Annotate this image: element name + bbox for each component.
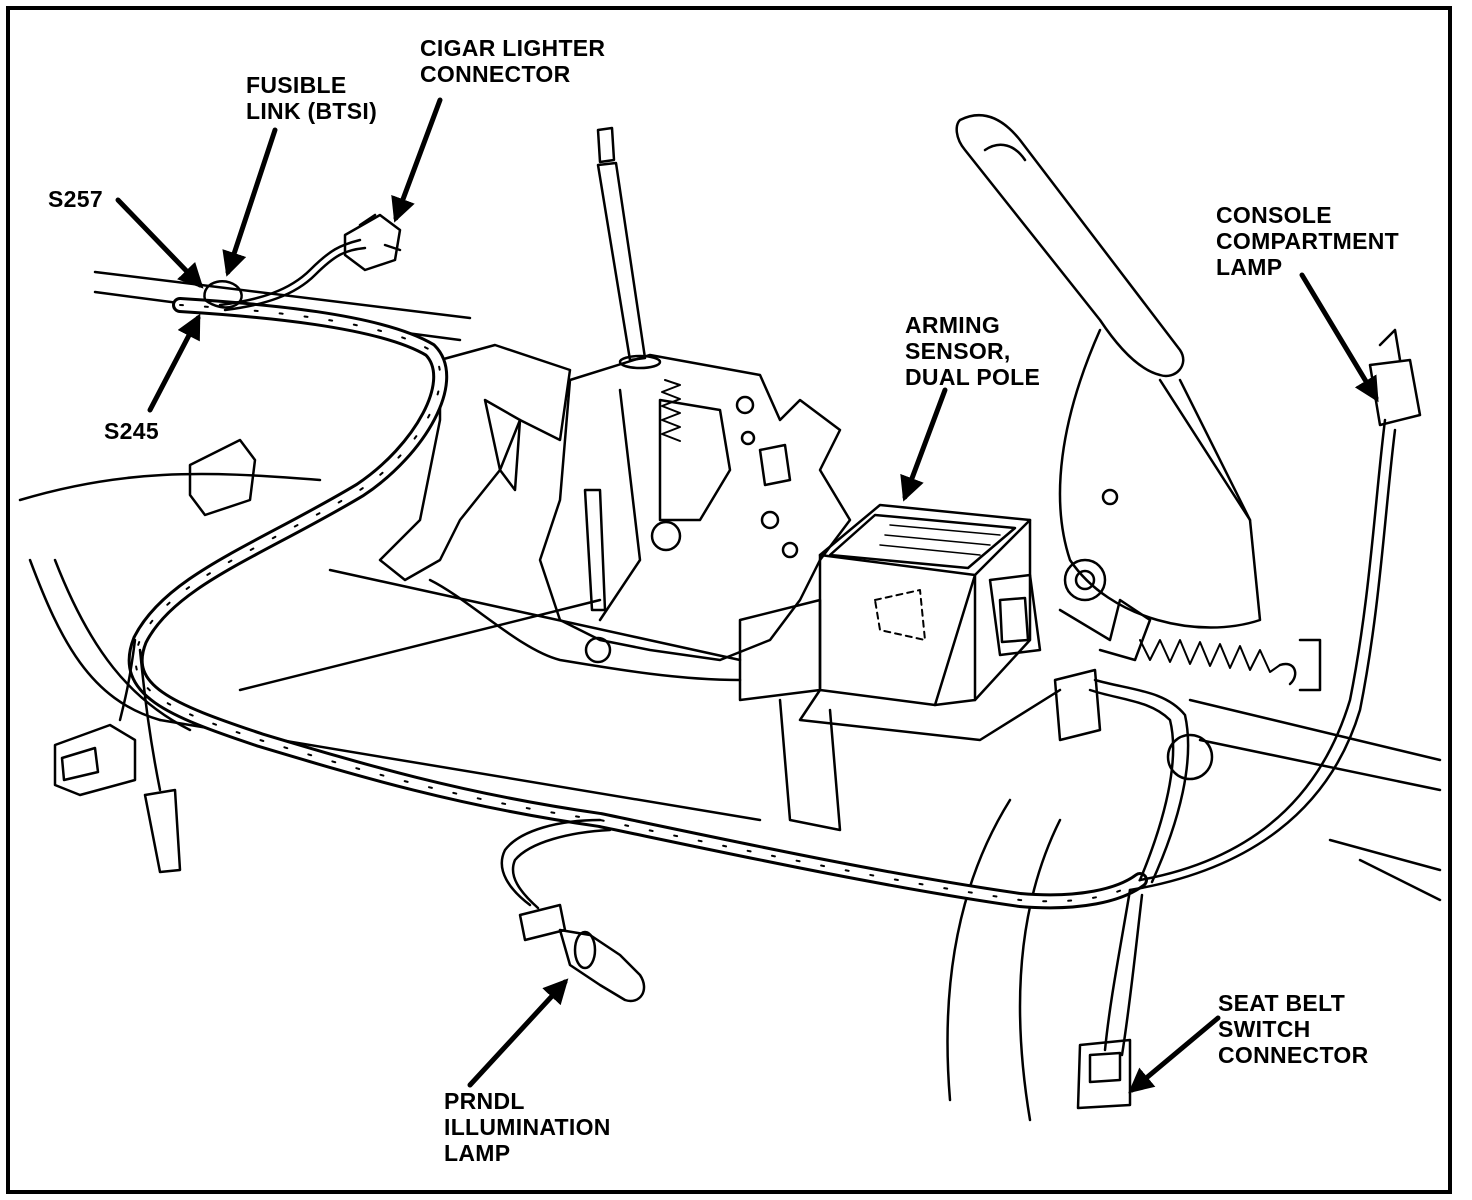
label-fusible-link-line1: FUSIBLE	[246, 72, 347, 98]
shift-lever	[596, 126, 662, 370]
shifter-assembly	[378, 343, 852, 664]
label-arming-sensor-line2: SENSOR,	[905, 338, 1011, 364]
label-console-lamp-line3: LAMP	[1216, 254, 1283, 280]
label-console-compartment-lamp: CONSOLE COMPARTMENT LAMP	[1216, 202, 1399, 280]
label-s257: S257	[48, 186, 103, 212]
connectors	[53, 213, 1422, 1110]
label-prndl-line2: ILLUMINATION	[444, 1114, 611, 1140]
label-s257-text: S257	[48, 186, 103, 212]
label-cigar-lighter-connector: CIGAR LIGHTER CONNECTOR	[420, 35, 605, 87]
label-seat-belt-line1: SEAT BELT	[1218, 990, 1346, 1016]
leader-arrows	[115, 97, 1379, 1094]
label-seat-belt-line3: CONNECTOR	[1218, 1042, 1369, 1068]
label-console-lamp-line1: CONSOLE	[1216, 202, 1332, 228]
console-body	[18, 270, 1442, 1122]
label-s245: S245	[104, 418, 159, 444]
label-arming-sensor: ARMING SENSOR, DUAL POLE	[905, 312, 1040, 390]
label-s245-text: S245	[104, 418, 159, 444]
label-seat-belt-switch-connector: SEAT BELT SWITCH CONNECTOR	[1218, 990, 1369, 1068]
label-arming-sensor-line1: ARMING	[905, 312, 1001, 338]
label-cigar-lighter-line1: CIGAR LIGHTER	[420, 35, 606, 61]
label-arming-sensor-line3: DUAL POLE	[905, 364, 1041, 390]
arming-sensor	[738, 503, 1062, 832]
label-prndl-line3: LAMP	[444, 1140, 511, 1166]
label-prndl-line1: PRNDL	[444, 1088, 525, 1114]
parking-brake-handle	[955, 113, 1322, 692]
label-fusible-link: FUSIBLE LINK (BTSI)	[246, 72, 377, 124]
label-console-lamp-line2: COMPARTMENT	[1216, 228, 1400, 254]
wiring-harness	[118, 238, 1397, 1057]
label-cigar-lighter-line2: CONNECTOR	[420, 61, 571, 87]
diagram-border	[6, 6, 1452, 1194]
label-fusible-link-line2: LINK (BTSI)	[246, 98, 378, 124]
label-seat-belt-line2: SWITCH	[1218, 1016, 1311, 1042]
label-prndl-illumination-lamp: PRNDL ILLUMINATION LAMP	[444, 1088, 611, 1166]
